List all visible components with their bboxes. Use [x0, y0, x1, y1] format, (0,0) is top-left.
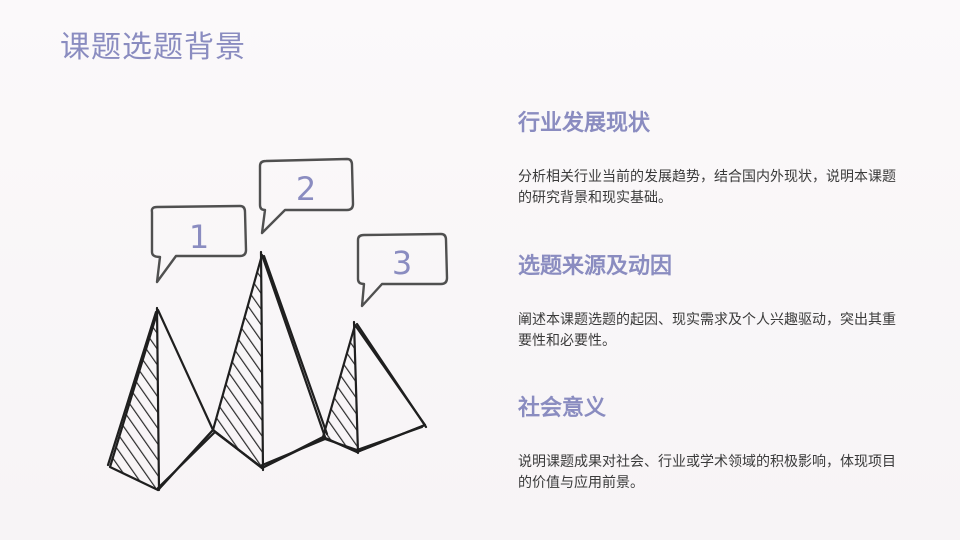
section-heading: 行业发展现状 [518, 111, 651, 136]
sketch-mountains [106, 250, 428, 492]
speech-bubble-1: 1 [150, 204, 248, 284]
section-description: 说明课题成果对社会、行业或学术领域的积极影响，体现项目的价值与应用前景。 [518, 454, 896, 491]
sketch-mountains-with-speech-bubbles-icon: 1 2 3 [95, 150, 465, 500]
bubble-number-1: 1 [189, 218, 209, 256]
section-heading: 选题来源及动因 [518, 254, 673, 279]
section-social-significance: 社会意义 说明课题成果对社会、行业或学术领域的积极影响，体现项目的价值与应用前景… [518, 390, 898, 494]
section-industry-status: 行业发展现状 分析相关行业当前的发展趋势，结合国内外现状，说明本课题的研究背景和… [518, 105, 898, 209]
section-description: 分析相关行业当前的发展趋势，结合国内外现状，说明本课题的研究背景和现实基础。 [518, 169, 896, 206]
page-title: 课题选题背景 [60, 30, 246, 65]
bubble-number-2: 2 [296, 170, 316, 208]
section-description: 阐述本课题选题的起因、现实需求及个人兴趣驱动，突出其重要性和必要性。 [518, 312, 896, 349]
section-heading: 社会意义 [518, 396, 607, 421]
section-topic-source: 选题来源及动因 阐述本课题选题的起因、现实需求及个人兴趣驱动，突出其重要性和必要… [518, 248, 898, 352]
speech-bubble-3: 3 [356, 232, 449, 308]
speech-bubble-2: 2 [258, 157, 355, 235]
bubble-number-3: 3 [392, 244, 412, 282]
